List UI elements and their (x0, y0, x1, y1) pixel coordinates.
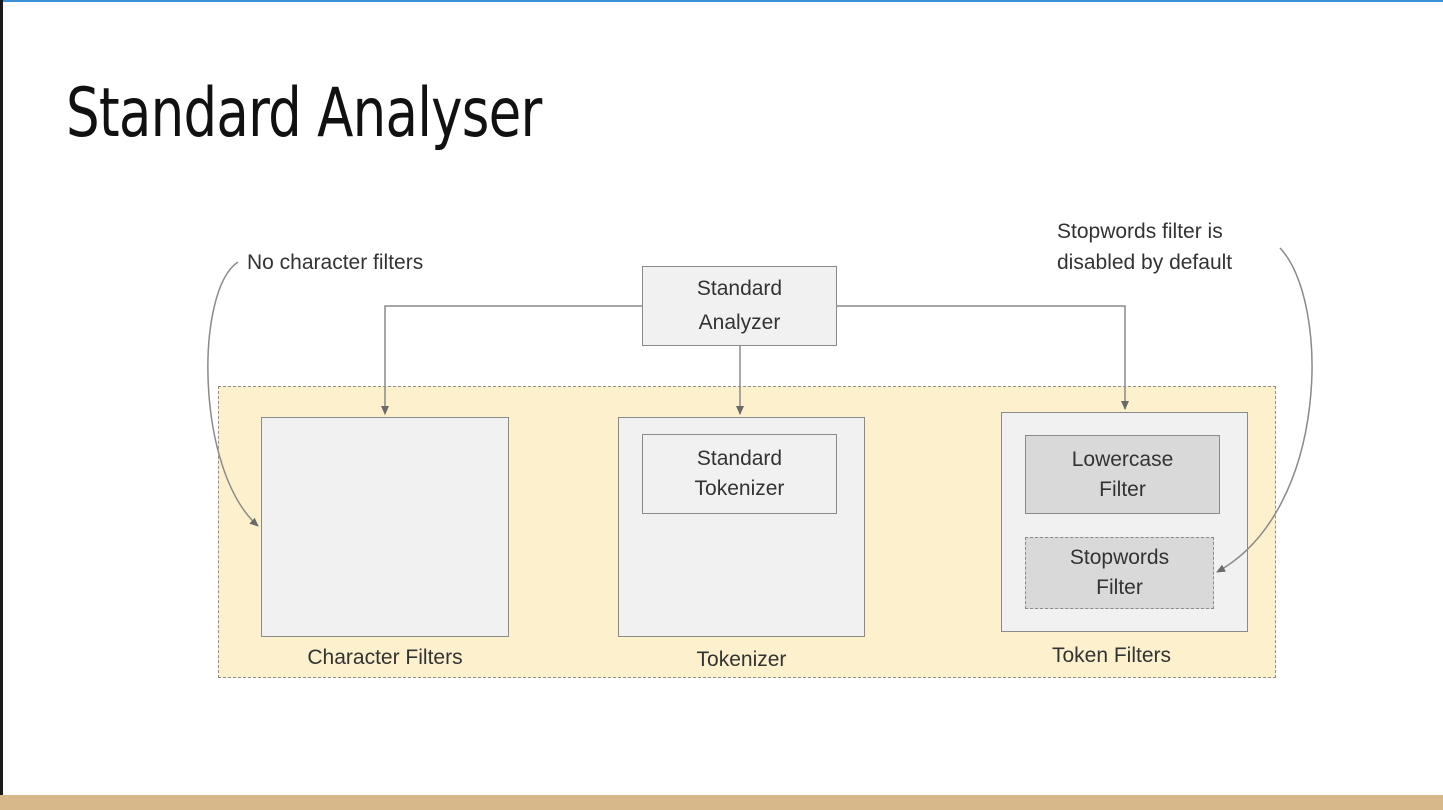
curved-arrow-right (1216, 247, 1313, 573)
analyzer-line1: Standard (696, 277, 783, 300)
lowercase-filter-box: Lowercase Filter (1025, 435, 1220, 514)
token-filters-label: Token Filters (1051, 644, 1172, 667)
curved-arrow-left (207, 261, 259, 527)
stopwords-disabled-note: Stopwords filter is disabled by default (1057, 216, 1232, 278)
tokenizer-label: Tokenizer (696, 648, 787, 671)
arrow-to-character-filters (381, 305, 642, 415)
character-filters-box (261, 417, 509, 637)
tokenizer-line2: Tokenizer (694, 477, 785, 500)
stopwords-line2: Filter (1096, 576, 1143, 599)
stopwords-line1: Stopwords (1069, 546, 1170, 569)
arrow-to-token-filters (837, 305, 1129, 410)
stopwords-filter-box: Stopwords Filter (1025, 537, 1214, 609)
top-accent-line (0, 0, 1443, 2)
standard-tokenizer-box: Standard Tokenizer (642, 434, 837, 514)
analyzer-line2: Analyzer (698, 311, 781, 334)
standard-analyzer-box: Standard Analyzer (642, 266, 837, 346)
stopwords-note-line1: Stopwords filter is (1057, 220, 1223, 243)
lowercase-line2: Filter (1099, 477, 1146, 501)
character-filters-label: Character Filters (307, 646, 463, 669)
lowercase-line1: Lowercase (1071, 447, 1174, 471)
tokenizer-line1: Standard (696, 447, 783, 470)
stopwords-note-line2: disabled by default (1057, 251, 1233, 274)
no-character-filters-note: No character filters (247, 251, 424, 274)
left-edge-line (0, 0, 3, 810)
bottom-accent-bar (0, 795, 1443, 810)
slide-title: Standard Analyser (66, 74, 542, 153)
